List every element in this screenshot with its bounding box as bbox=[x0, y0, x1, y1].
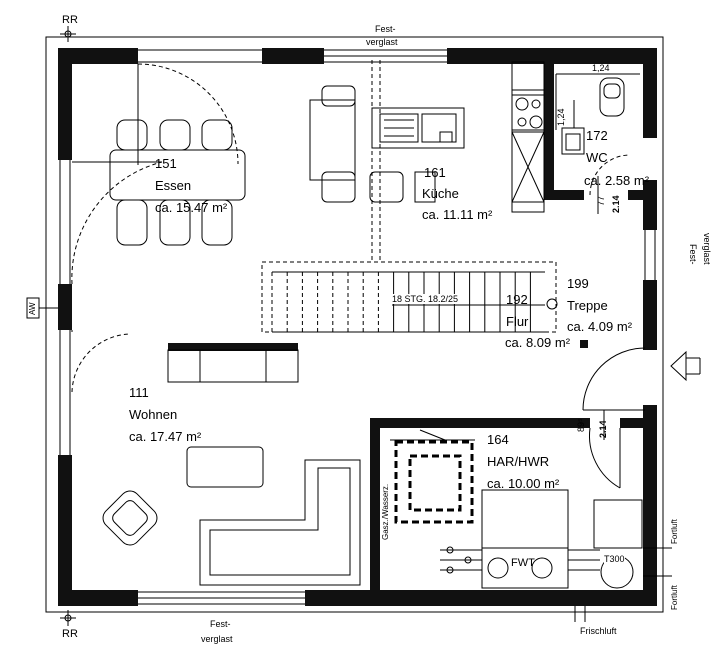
dim-door2-height: 2.14 bbox=[598, 420, 608, 438]
glazing-top-line2: verglast bbox=[366, 37, 398, 47]
glazing-right-line2: verglast bbox=[702, 233, 712, 265]
room-treppe-number: 199 bbox=[567, 276, 589, 291]
room-wc-name: WC bbox=[586, 150, 608, 165]
room-flur-area: ca. 8.09 m² bbox=[505, 335, 571, 350]
room-flur-name: Flur bbox=[506, 314, 529, 329]
dim-door-height: 2.14 bbox=[611, 195, 621, 213]
outer-frame bbox=[45, 36, 664, 613]
room-essen-area: ca. 15.47 m² bbox=[155, 200, 228, 215]
room-wc-number: 172 bbox=[586, 128, 608, 143]
dim-wc-width: 1,24 bbox=[592, 63, 610, 73]
dimension-lines bbox=[560, 73, 636, 440]
room-kueche-name: Küche bbox=[422, 186, 459, 201]
doors bbox=[71, 63, 701, 489]
kitchen-island bbox=[309, 60, 465, 262]
room-har-area: ca. 10.00 m² bbox=[487, 476, 560, 491]
rr-top-marker: RR bbox=[62, 14, 78, 26]
room-essen-number: 151 bbox=[155, 156, 177, 171]
room-kueche-area: ca. 11.11 m² bbox=[422, 207, 493, 222]
dim-door-width: 77 bbox=[596, 195, 606, 206]
room-har-number: 164 bbox=[487, 432, 509, 447]
window-openings bbox=[59, 49, 656, 605]
room-wohnen-number: 111 bbox=[129, 385, 149, 400]
glazing-top-line1: Fest- bbox=[375, 24, 396, 34]
t300-label: T300 bbox=[604, 554, 625, 564]
room-flur-number: 192 bbox=[506, 292, 528, 307]
room-wohnen-name: Wohnen bbox=[129, 407, 178, 422]
fwt-label: FWT bbox=[511, 557, 535, 569]
fortluft-top-label: Fortluft bbox=[670, 519, 679, 544]
glazing-bottom-line1: Fest- bbox=[210, 619, 231, 629]
room-treppe-name: Treppe bbox=[567, 298, 608, 313]
dim-door2-width: 89⁵ bbox=[576, 418, 586, 432]
frischluft-label: Frischluft bbox=[580, 626, 617, 636]
rr-bottom-marker: RR bbox=[62, 628, 78, 640]
gas-water-meter-label: Gasz./Wasserz. bbox=[381, 483, 390, 540]
glazing-right-line1: Fest- bbox=[688, 244, 698, 265]
dining-table bbox=[109, 119, 246, 246]
room-har-name: HAR/HWR bbox=[487, 454, 550, 469]
room-wc-area: ca. 2.58 m² bbox=[584, 173, 650, 188]
dim-wc-depth: 1,24 bbox=[556, 108, 566, 126]
interior-walls bbox=[168, 60, 650, 598]
room-essen-name: Essen bbox=[155, 178, 192, 193]
aw-marker: AW bbox=[28, 302, 37, 315]
living-furniture bbox=[102, 349, 361, 586]
kitchen-counter bbox=[511, 61, 545, 213]
staircase bbox=[261, 261, 558, 333]
stairs-label: 18 STG. 18.2/25 bbox=[392, 294, 459, 304]
utility-equipment bbox=[390, 429, 672, 622]
exterior-walls bbox=[58, 48, 657, 606]
room-kueche-number: 161 bbox=[424, 165, 446, 180]
room-wohnen-area: ca. 17.47 m² bbox=[129, 429, 202, 444]
corner-markers bbox=[26, 26, 76, 626]
glazing-bottom-line2: verglast bbox=[201, 634, 233, 644]
fortluft-bottom-label: Fortluft bbox=[670, 585, 679, 610]
room-treppe-area: ca. 4.09 m² bbox=[567, 319, 633, 334]
